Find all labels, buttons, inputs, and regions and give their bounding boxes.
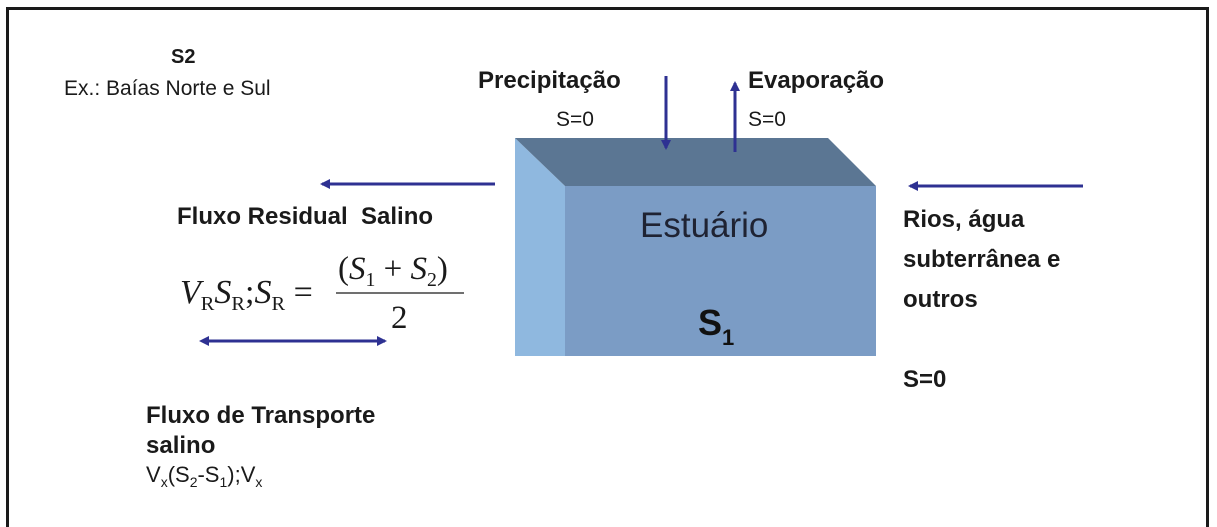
- estuary-side-face: [515, 138, 565, 356]
- transport-line1: Fluxo de Transporte: [146, 402, 376, 429]
- s2-title: S2: [171, 46, 196, 68]
- rivers-line2: subterrânea e: [903, 246, 1061, 273]
- evaporation-salinity: S=0: [748, 108, 786, 131]
- transport-formula: Vx(S2-S1);Vx: [146, 462, 263, 490]
- residual-formula-denominator: 2: [391, 300, 408, 336]
- estuary-top-face: [515, 138, 876, 186]
- s2-example: Ex.: Baías Norte e Sul: [64, 77, 271, 100]
- precipitation-salinity: S=0: [556, 108, 594, 131]
- estuary-label: Estuário: [640, 206, 769, 245]
- rivers-line3: outros: [903, 286, 978, 313]
- estuary-symbol: S: [698, 302, 723, 343]
- transport-line2: salino: [146, 432, 216, 459]
- evaporation-label: Evaporação: [748, 67, 885, 94]
- estuary-front-face: [565, 186, 876, 356]
- residual-formula-numerator: (S1 + S2): [338, 251, 448, 291]
- estuary-symbol-sub: 1: [722, 325, 735, 350]
- diagram-frame: [6, 7, 1209, 527]
- residual-flux-label: Fluxo Residual Salino: [177, 203, 434, 230]
- residual-formula-lhs: VRSR;SR =: [180, 274, 313, 316]
- precipitation-label: Precipitação: [478, 67, 621, 94]
- rivers-line1: Rios, água: [903, 206, 1025, 233]
- rivers-salinity: S=0: [903, 366, 947, 393]
- estuary-salinity-symbol: S1: [698, 302, 734, 350]
